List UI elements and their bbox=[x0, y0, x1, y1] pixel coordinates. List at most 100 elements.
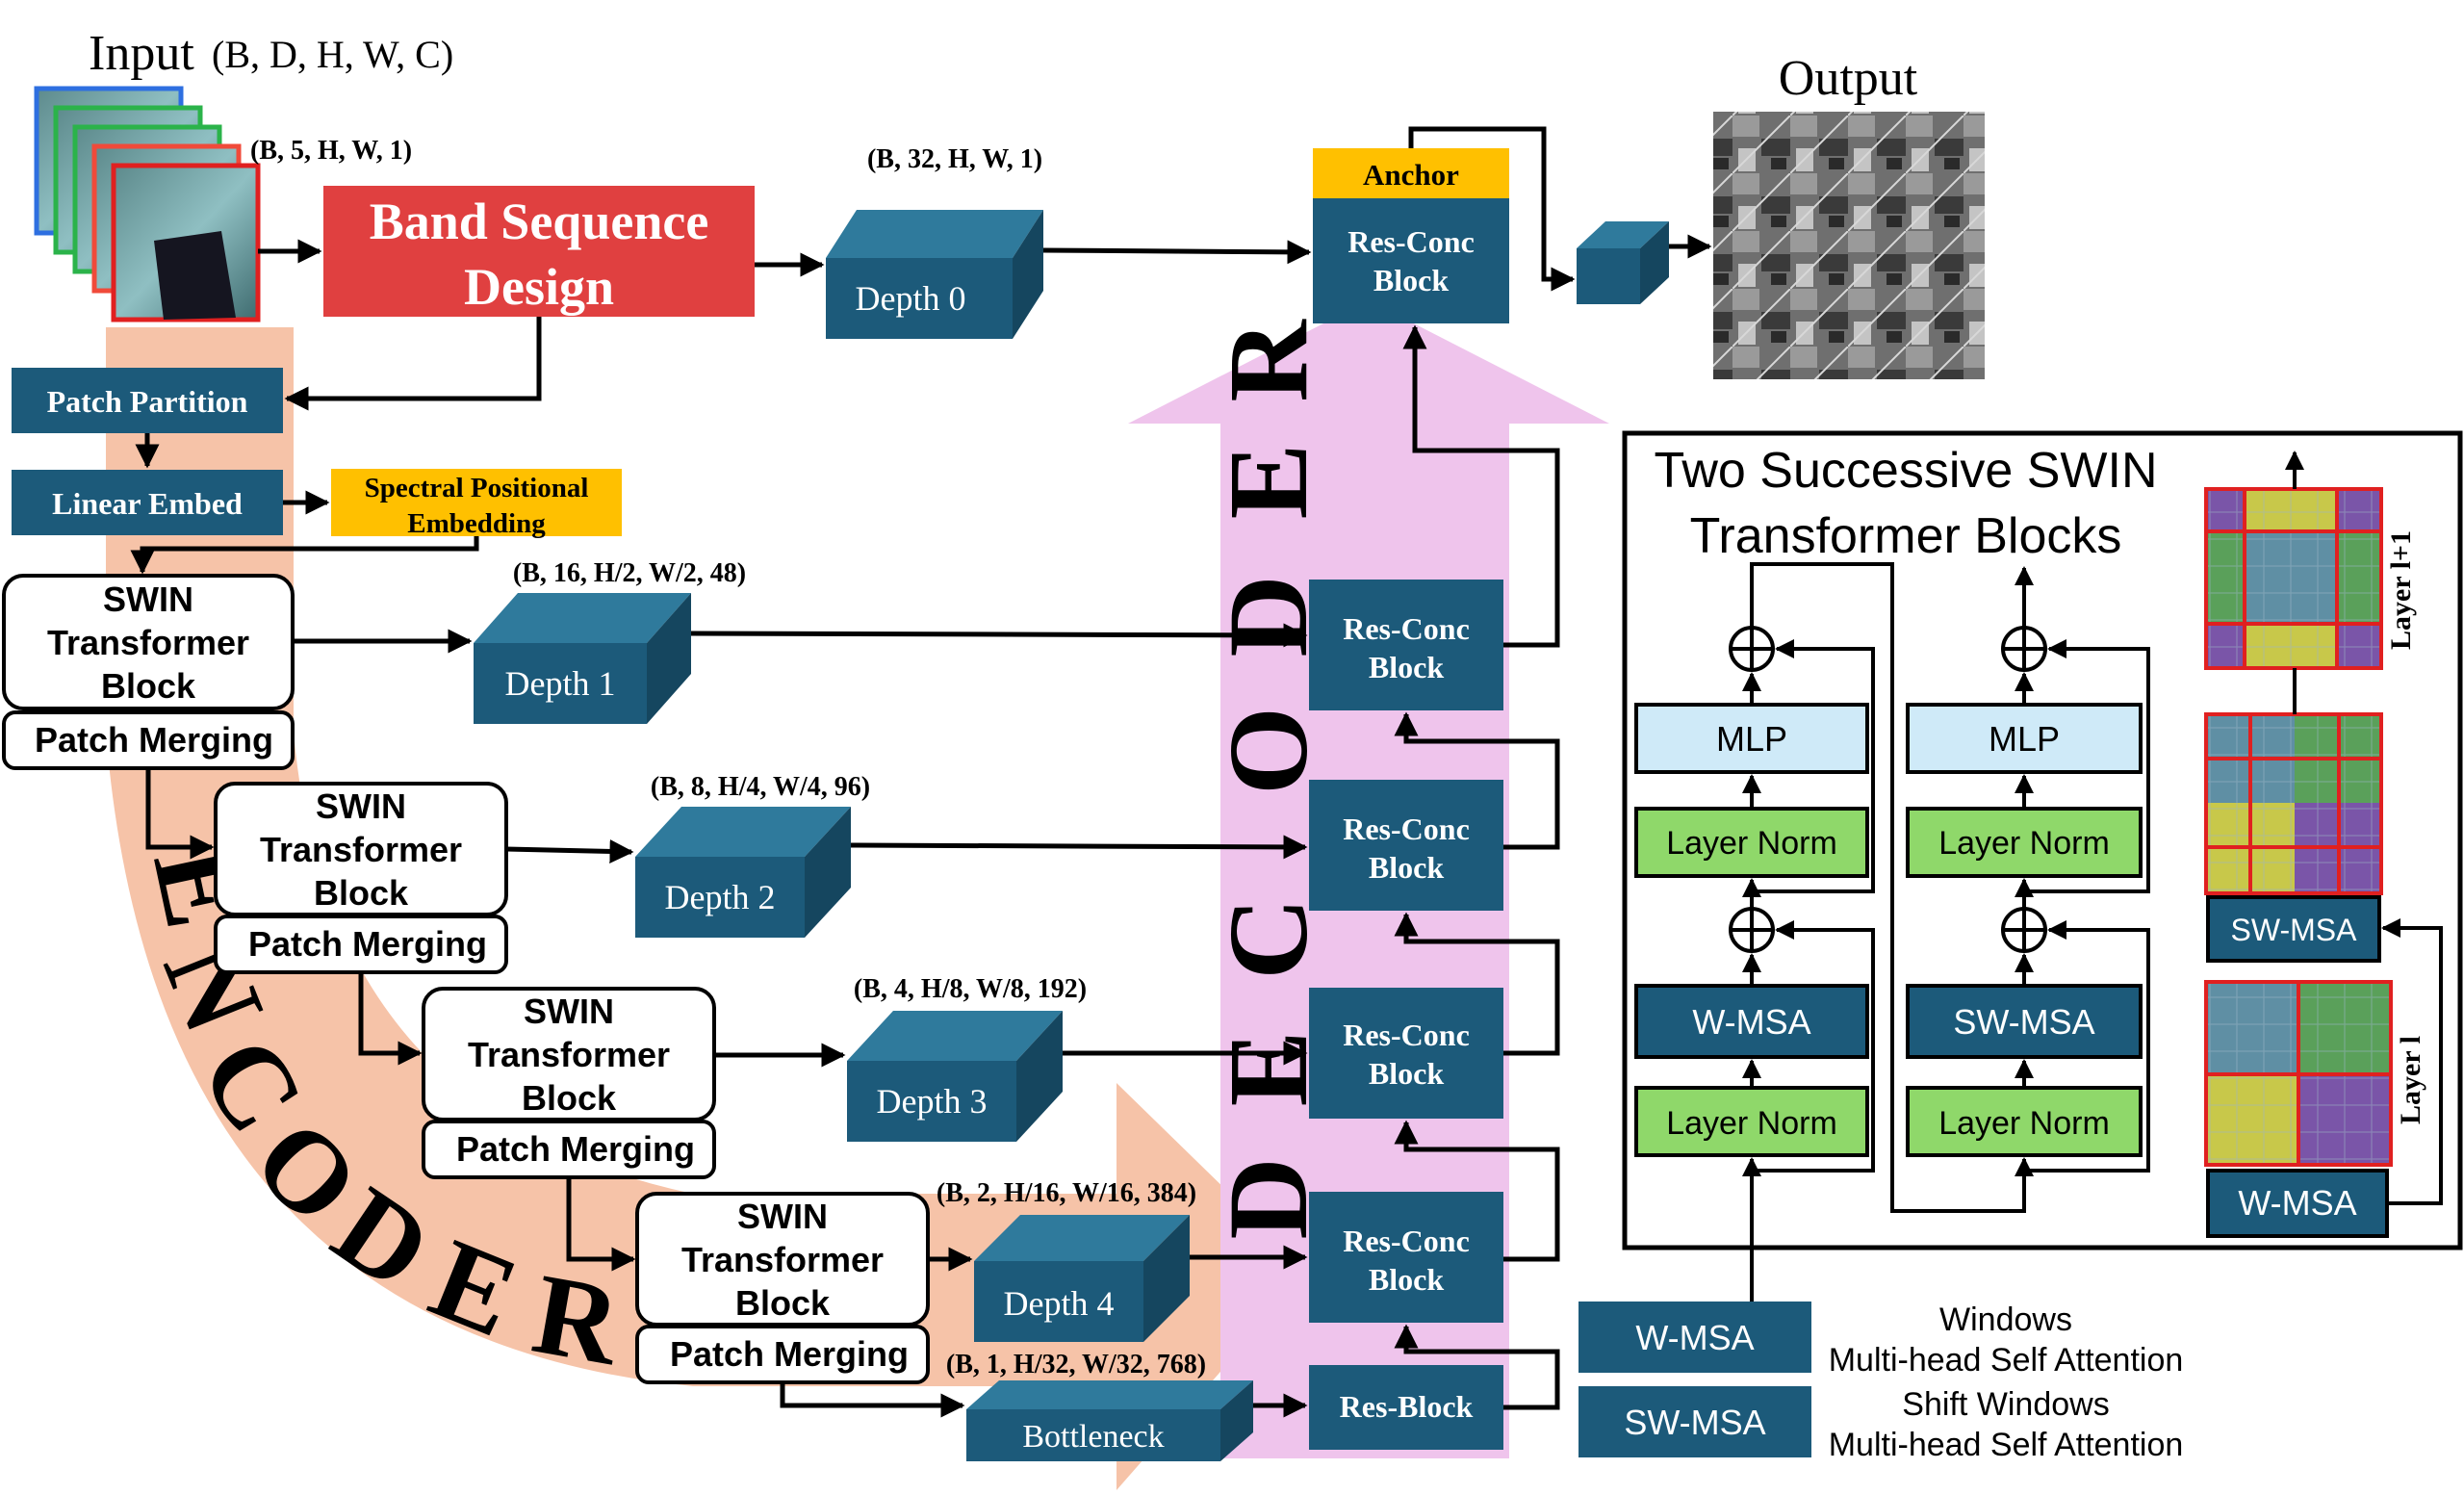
svg-text:SW-MSA: SW-MSA bbox=[1953, 1002, 2094, 1042]
svg-text:SWIN: SWIN bbox=[103, 580, 193, 619]
legend-sw-msa-key: SW-MSA bbox=[1624, 1403, 1765, 1442]
swin-column-1: MLP Layer Norm W-MSA Layer Norm bbox=[1634, 626, 1869, 1157]
legend-sw-msa-box bbox=[1578, 1386, 1811, 1457]
spectral-embedding-box bbox=[331, 469, 622, 536]
svg-text:Patch Merging: Patch Merging bbox=[456, 1129, 695, 1169]
svg-text:Layer Norm: Layer Norm bbox=[1666, 825, 1837, 862]
depth1-cube: Depth 1 bbox=[474, 593, 691, 724]
swin-column-2: MLP Layer Norm SW-MSA Layer Norm bbox=[1906, 626, 2143, 1157]
legend-w-msa-line1: Windows bbox=[1939, 1302, 2072, 1338]
decoder-letter: C bbox=[1205, 897, 1331, 979]
window-grid-connectors bbox=[2381, 918, 2443, 1205]
svg-text:Bottleneck: Bottleneck bbox=[1022, 1419, 1164, 1455]
spectral-embedding-label-2: Embedding bbox=[407, 508, 546, 539]
band-sequence-box bbox=[323, 186, 755, 317]
svg-text:Depth 1: Depth 1 bbox=[505, 664, 616, 703]
svg-text:SWIN: SWIN bbox=[737, 1197, 828, 1236]
svg-text:Block: Block bbox=[1373, 263, 1449, 297]
w-msa-label: W-MSA bbox=[2238, 1183, 2356, 1223]
svg-text:Layer Norm: Layer Norm bbox=[1938, 1105, 2110, 1142]
depth3-cube: Depth 3 bbox=[847, 1011, 1063, 1142]
svg-text:Depth 4: Depth 4 bbox=[1004, 1284, 1115, 1323]
res-conc-block-4: Res-Conc Block bbox=[1309, 1192, 1503, 1323]
legend-w-msa-line2: Multi-head Self Attention bbox=[1829, 1342, 2184, 1379]
svg-text:Patch Merging: Patch Merging bbox=[248, 924, 487, 964]
svg-text:SWIN: SWIN bbox=[524, 992, 614, 1031]
window-grid-layer-l bbox=[2204, 980, 2393, 1167]
layer-l-label: Layer l bbox=[2395, 1036, 2426, 1124]
svg-text:W-MSA: W-MSA bbox=[1692, 1002, 1810, 1042]
output-image bbox=[1713, 112, 1985, 379]
band-sequence-label-1: Band Sequence bbox=[370, 193, 709, 250]
res-conc-block-3: Res-Conc Block bbox=[1309, 988, 1503, 1119]
swin-block-1: SWIN Transformer Block Patch Merging bbox=[2, 574, 295, 770]
decoder-letter: R bbox=[1205, 319, 1331, 402]
svg-text:Transformer: Transformer bbox=[681, 1240, 884, 1279]
svg-text:Layer Norm: Layer Norm bbox=[1938, 825, 2110, 862]
swin-block-4: SWIN Transformer Block Patch Merging bbox=[635, 1192, 930, 1384]
svg-text:Block: Block bbox=[522, 1078, 617, 1118]
svg-text:Depth 3: Depth 3 bbox=[877, 1082, 988, 1121]
bottleneck-dims: (B, 1, H/32, W/32, 768) bbox=[946, 1350, 1206, 1379]
layer-l1-label: Layer l+1 bbox=[2385, 530, 2417, 650]
depth2-cube: Depth 2 bbox=[635, 807, 851, 938]
window-grid-sw bbox=[2204, 712, 2383, 895]
svg-text:Depth 0: Depth 0 bbox=[856, 279, 966, 318]
input-stack-dims: (B, 5, H, W, 1) bbox=[250, 136, 412, 166]
depth0-dims: (B, 32, H, W, 1) bbox=[867, 144, 1042, 174]
patch-merging-label: Patch Merging bbox=[35, 720, 273, 760]
svg-text:Transformer: Transformer bbox=[47, 623, 249, 662]
svg-text:SWIN: SWIN bbox=[316, 786, 406, 826]
swin-panel-title-2: Transformer Blocks bbox=[1690, 508, 2122, 564]
svg-text:Res-Conc: Res-Conc bbox=[1343, 611, 1470, 646]
anchor-box bbox=[1313, 148, 1509, 198]
depth4-cube: Depth 4 bbox=[974, 1215, 1190, 1342]
depth2-dims: (B, 8, H/4, W/4, 96) bbox=[651, 772, 870, 802]
decoder-letter: E bbox=[1205, 444, 1331, 520]
patch-partition-box bbox=[12, 368, 283, 433]
sw-msa-box bbox=[2206, 895, 2381, 963]
output-title: Output bbox=[1779, 51, 1918, 106]
depth4-dims: (B, 2, H/16, W/16, 384) bbox=[937, 1178, 1196, 1208]
res-conc-block-2: Res-Conc Block bbox=[1309, 780, 1503, 911]
svg-text:Layer Norm: Layer Norm bbox=[1666, 1105, 1837, 1142]
svg-text:Transformer: Transformer bbox=[468, 1035, 670, 1074]
svg-text:MLP: MLP bbox=[1716, 719, 1787, 759]
swin-panel-title-1: Two Successive SWIN bbox=[1654, 443, 2157, 499]
connectors bbox=[130, 126, 1712, 1418]
legend-w-msa-key: W-MSA bbox=[1635, 1318, 1754, 1357]
spectral-embedding-label-1: Spectral Positional bbox=[365, 473, 589, 503]
svg-text:Res-Conc: Res-Conc bbox=[1343, 812, 1470, 846]
output-cube bbox=[1577, 221, 1669, 304]
input-band-stack bbox=[34, 86, 261, 322]
res-conc-block-0: Res-Conc Block bbox=[1313, 198, 1509, 323]
legend-sw-msa-line1: Shift Windows bbox=[1902, 1386, 2109, 1423]
sw-msa-label: SW-MSA bbox=[2231, 913, 2358, 947]
svg-text:Res-Conc: Res-Conc bbox=[1348, 224, 1475, 259]
linear-embed-label: Linear Embed bbox=[52, 486, 243, 521]
svg-text:MLP: MLP bbox=[1989, 719, 2060, 759]
anchor-label: Anchor bbox=[1363, 158, 1459, 192]
swin-block-3: SWIN Transformer Block Patch Merging bbox=[422, 987, 716, 1179]
input-dims: (B, D, H, W, C) bbox=[212, 33, 453, 76]
svg-text:Block: Block bbox=[101, 666, 196, 706]
patch-partition-label: Patch Partition bbox=[47, 384, 248, 419]
svg-text:Transformer: Transformer bbox=[260, 830, 462, 869]
input-title: Input bbox=[89, 26, 194, 81]
svg-text:Block: Block bbox=[1369, 650, 1444, 684]
swin-panel-connectors bbox=[1742, 562, 2150, 1309]
swin-block-2: SWIN Transformer Block Patch Merging bbox=[214, 782, 508, 974]
legend-sw-msa-line2: Multi-head Self Attention bbox=[1829, 1427, 2184, 1463]
svg-text:Block: Block bbox=[1369, 1262, 1444, 1297]
res-block: Res-Block bbox=[1309, 1365, 1503, 1450]
legend-w-msa-box bbox=[1578, 1302, 1811, 1373]
linear-embed-box bbox=[12, 470, 283, 535]
res-conc-block-1: Res-Conc Block bbox=[1309, 580, 1503, 710]
svg-text:Block: Block bbox=[314, 873, 409, 913]
svg-text:Patch Merging: Patch Merging bbox=[670, 1334, 909, 1374]
svg-text:Block: Block bbox=[1369, 850, 1444, 885]
encoder-arrow bbox=[106, 327, 1309, 1490]
svg-text:Res-Conc: Res-Conc bbox=[1343, 1224, 1470, 1258]
band-sequence-label-2: Design bbox=[464, 258, 614, 316]
